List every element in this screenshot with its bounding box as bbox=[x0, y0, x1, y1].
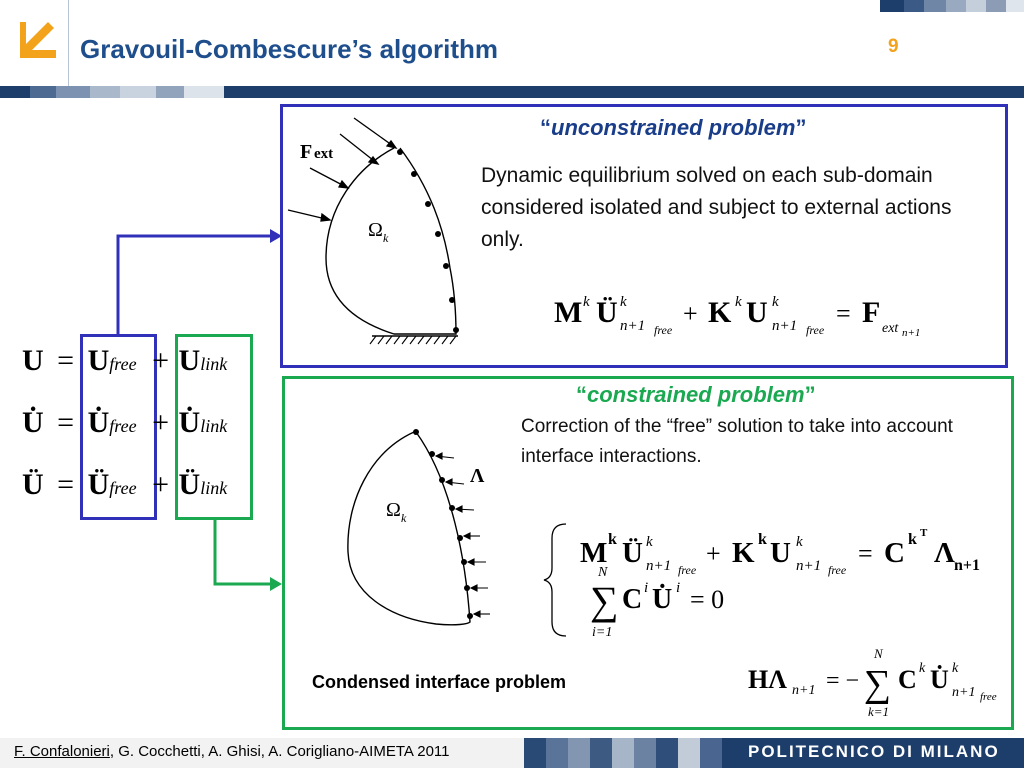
svg-text:M: M bbox=[554, 296, 582, 329]
top-decoration bbox=[880, 0, 1024, 12]
svg-text:n+1: n+1 bbox=[796, 558, 821, 574]
svg-text:n+1: n+1 bbox=[952, 685, 975, 700]
svg-text:n+1: n+1 bbox=[902, 327, 920, 339]
force-ext-label: F bbox=[300, 141, 312, 163]
svg-text:ext: ext bbox=[882, 321, 899, 336]
constrained-subdomain-figure: Λ Ω k bbox=[347, 429, 490, 626]
svg-text:k: k bbox=[772, 294, 779, 310]
svg-text:= −: = − bbox=[826, 668, 859, 694]
svg-text:k: k bbox=[758, 531, 767, 548]
svg-text:k=1: k=1 bbox=[868, 704, 889, 719]
svg-text:free: free bbox=[806, 323, 825, 337]
svg-text:C: C bbox=[898, 665, 917, 694]
header-divider bbox=[68, 0, 69, 88]
unconstrained-heading: “unconstrained problem” bbox=[540, 115, 807, 140]
page-number: 9 bbox=[888, 36, 899, 57]
svg-text:+: + bbox=[706, 539, 721, 568]
svg-text:k: k bbox=[735, 294, 742, 310]
svg-text:Ü: Ü bbox=[596, 296, 618, 329]
svg-text:free: free bbox=[828, 563, 847, 577]
svg-text:C: C bbox=[884, 537, 905, 569]
svg-text:U̇: U̇ bbox=[652, 583, 672, 615]
svg-text:Ü: Ü bbox=[622, 537, 643, 569]
svg-text:N: N bbox=[873, 646, 884, 661]
condensed-problem-label: Condensed interface problem bbox=[312, 672, 567, 692]
svg-text:C: C bbox=[622, 584, 642, 615]
svg-text:k: k bbox=[796, 534, 803, 550]
decomposition-row-velocity: U̇ = U̇free + U̇link bbox=[22, 406, 228, 439]
svg-text:=: = bbox=[836, 299, 851, 328]
arrow-down-left-icon bbox=[8, 12, 62, 72]
svg-text:U: U bbox=[770, 537, 791, 569]
decomposition-row-displacement: U = Ufree + Ulink bbox=[22, 344, 228, 377]
header-bar bbox=[0, 86, 1024, 98]
svg-text:K: K bbox=[708, 296, 732, 329]
condensed-equation: HΛ n+1 = − N ∑ k=1 C k U̇ k n+1 free bbox=[748, 646, 997, 719]
unconstrained-subdomain-figure: F ext Ω k bbox=[287, 117, 459, 345]
footer-left-band bbox=[0, 738, 524, 768]
svg-text:U: U bbox=[746, 296, 768, 329]
page-title: Gravouil-Combescure’s algorithm bbox=[80, 34, 499, 64]
svg-text:n+1: n+1 bbox=[772, 318, 797, 334]
svg-text:i=1: i=1 bbox=[592, 625, 612, 640]
link-component-box bbox=[175, 334, 253, 520]
svg-text:n+1: n+1 bbox=[792, 683, 815, 698]
constrained-problem-box bbox=[282, 376, 1014, 730]
svg-text:k: k bbox=[608, 531, 617, 548]
footer-authors: F. Confalonieri, G. Cocchetti, A. Ghisi,… bbox=[14, 743, 450, 760]
svg-text:k: k bbox=[908, 531, 917, 548]
free-component-box bbox=[80, 334, 157, 520]
svg-text:n+1: n+1 bbox=[954, 557, 980, 574]
svg-text:K: K bbox=[732, 537, 755, 569]
lambda-label: Λ bbox=[470, 465, 485, 487]
svg-text:free: free bbox=[654, 323, 673, 337]
svg-text:N: N bbox=[597, 565, 608, 580]
svg-text:free: free bbox=[980, 691, 997, 703]
svg-text:=: = bbox=[858, 539, 873, 568]
svg-text:HΛ: HΛ bbox=[748, 665, 787, 694]
constrained-description: Correction of the “free” solution to tak… bbox=[521, 416, 953, 467]
svg-text:∑: ∑ bbox=[590, 578, 619, 623]
svg-text:∑: ∑ bbox=[864, 663, 891, 705]
svg-text:n+1: n+1 bbox=[646, 558, 671, 574]
svg-text:F: F bbox=[862, 296, 880, 329]
svg-text:k: k bbox=[952, 661, 959, 676]
domain-omega-label: Ω bbox=[368, 219, 383, 241]
svg-text:+: + bbox=[683, 299, 698, 328]
unconstrained-equation: M k Ü k n+1 free + K k U k n+1 free = F … bbox=[554, 294, 920, 339]
force-ext-subscript: ext bbox=[314, 146, 333, 162]
constrained-system-equation: M k Ü k n+1 free + K k U k n+1 free = C … bbox=[543, 523, 980, 640]
svg-text:= 0: = 0 bbox=[690, 585, 724, 614]
decomposition-row-acceleration: Ü = Üfree + Ülink bbox=[22, 468, 228, 501]
svg-text:k: k bbox=[583, 294, 590, 310]
constrained-heading: “constrained problem” bbox=[576, 382, 816, 407]
footer-decoration bbox=[524, 738, 722, 768]
svg-text:n+1: n+1 bbox=[620, 318, 645, 334]
unconstrained-description: Dynamic equilibrium solved on each sub-d… bbox=[481, 164, 952, 251]
svg-text:U̇: U̇ bbox=[930, 665, 949, 694]
domain-omega-subscript: k bbox=[383, 231, 389, 245]
svg-text:k: k bbox=[646, 534, 653, 550]
svg-text:i: i bbox=[676, 580, 680, 596]
svg-text:k: k bbox=[919, 661, 926, 676]
domain-omega-label-2: Ω bbox=[386, 499, 401, 521]
svg-text:Λ: Λ bbox=[934, 537, 955, 569]
svg-text:free: free bbox=[678, 563, 697, 577]
footer-brand: POLITECNICO DI MILANO bbox=[748, 742, 1000, 761]
svg-text:T: T bbox=[920, 527, 928, 539]
svg-text:i: i bbox=[644, 580, 648, 596]
svg-text:M: M bbox=[580, 537, 607, 569]
domain-omega-subscript-2: k bbox=[401, 511, 407, 525]
svg-text:k: k bbox=[620, 294, 627, 310]
